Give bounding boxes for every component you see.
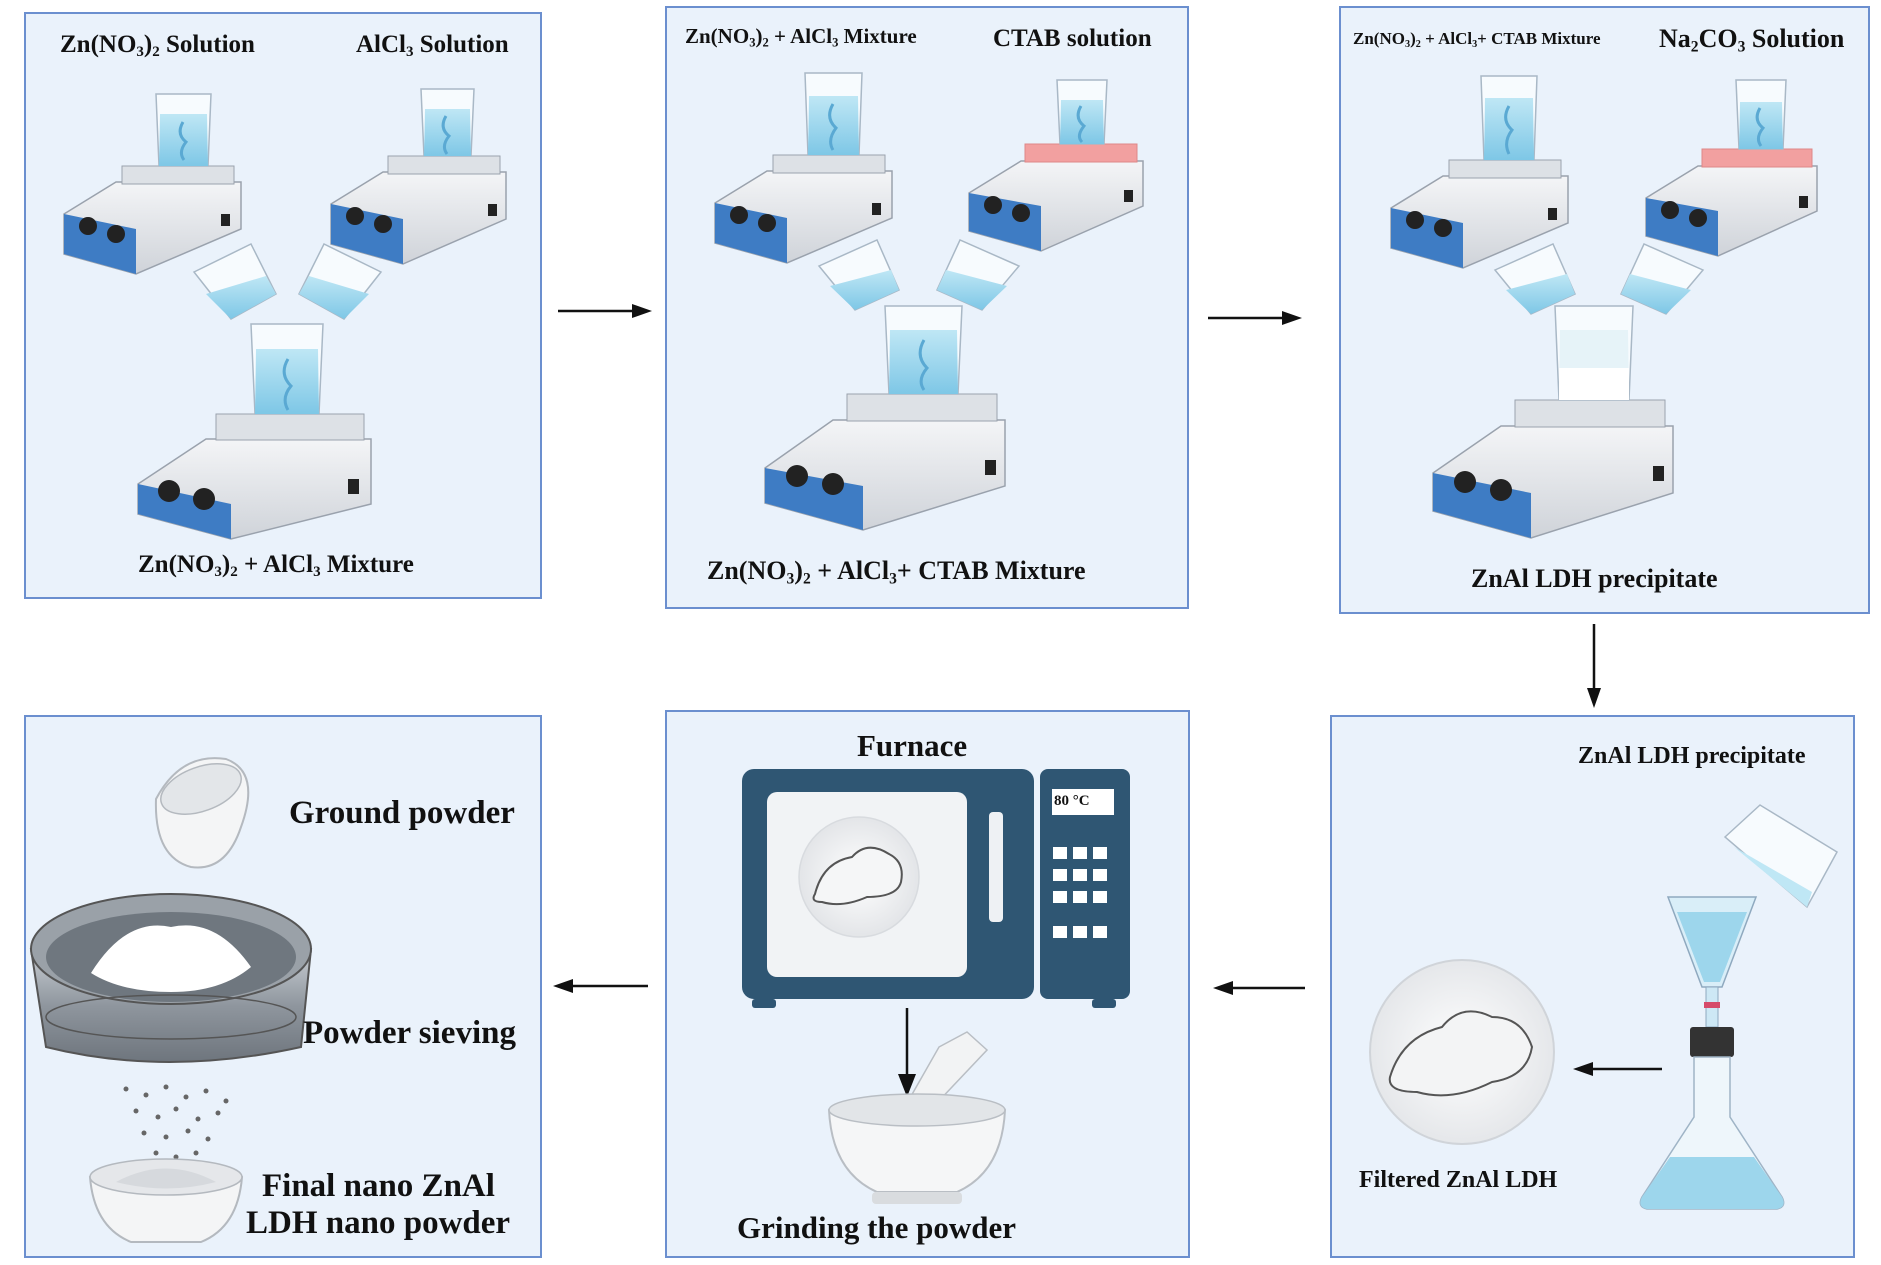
magnetic-stirrer-icon <box>1390 159 1569 269</box>
hot-plate-stirrer-icon <box>1645 148 1818 257</box>
final-powder-label-line1: Final nano ZnAl <box>262 1168 495 1204</box>
bowl-with-powder-icon <box>88 1158 244 1243</box>
ground-powder-label: Ground powder <box>289 795 515 831</box>
panel4-caption: Filtered ZnAl LDH <box>1359 1167 1558 1193</box>
beaker-icon <box>420 88 475 157</box>
panel6-illustration <box>29 757 313 1243</box>
panel-filtration: ZnAl LDH precipitate Filtered ZnAl LDH <box>1330 715 1855 1258</box>
beaker-icon <box>250 323 324 415</box>
panel4-illustration <box>1369 804 1839 1210</box>
panel5-illustration <box>742 769 1130 1204</box>
hot-plate-stirrer-icon <box>968 143 1144 252</box>
magnetic-stirrer-icon <box>1432 399 1674 539</box>
panel2-illustration <box>714 72 1144 531</box>
zn-nitrate-solution-label: Zn(NO3)2 Solution <box>60 31 255 61</box>
filter-funnel-icon <box>1666 896 1758 1028</box>
beaker-icon <box>1480 75 1538 161</box>
na2co3-solution-label: Na2CO3 Solution <box>1659 24 1845 56</box>
beaker-icon <box>884 305 963 395</box>
panel3-illustration <box>1390 75 1818 539</box>
pouring-beaker-icon <box>1620 243 1705 315</box>
panel5-caption: Grinding the powder <box>737 1210 1017 1245</box>
alcl3-solution-label: AlCl3 Solution <box>356 31 509 61</box>
arrow-right-icon <box>1208 311 1302 325</box>
powder-sieving-label: Powder sieving <box>303 1015 516 1051</box>
bowl-icon <box>154 757 250 869</box>
magnetic-stirrer-icon <box>330 155 507 265</box>
final-powder-label-line2: LDH nano powder <box>246 1205 511 1241</box>
arrow-right-icon <box>558 304 652 318</box>
beaker-icon <box>804 72 863 156</box>
mixture-label: Zn(NO3)2 + AlCl3 Mixture <box>685 24 917 50</box>
magnetic-stirrer-icon <box>714 154 893 264</box>
pouring-beaker-icon <box>192 242 277 320</box>
panel1-caption: Zn(NO3)2 + AlCl3 Mixture <box>138 551 414 581</box>
panel-mixing-solutions: Zn(NO3)2 Solution AlCl3 Solution Zn(NO3)… <box>24 12 542 599</box>
panel3-caption: ZnAl LDH precipitate <box>1471 564 1718 593</box>
falling-powder-icon <box>123 1084 229 1160</box>
panel-drying-grinding: Furnace 80 °C Grinding the powder <box>665 710 1190 1258</box>
mixture-label: Zn(NO3)2 + AlCl3+ CTAB Mixture <box>1353 29 1601 50</box>
magnetic-stirrer-icon <box>137 413 372 540</box>
mortar-and-pestle-icon <box>827 1031 1007 1204</box>
precipitate-label: ZnAl LDH precipitate <box>1578 743 1806 769</box>
panel2-caption: Zn(NO3)2 + AlCl3+ CTAB Mixture <box>707 556 1086 588</box>
pouring-beaker-icon <box>1493 243 1576 315</box>
arrow-down-icon <box>1587 624 1601 708</box>
ctab-solution-label: CTAB solution <box>993 25 1152 52</box>
sieve-icon <box>29 893 313 1063</box>
arrow-left-icon <box>1213 981 1305 995</box>
arrow-down-icon <box>898 1008 916 1097</box>
beaker-icon <box>1735 79 1787 150</box>
pouring-beaker-icon <box>1723 804 1839 909</box>
powder-dish-icon <box>798 816 920 938</box>
beaker-icon <box>1056 79 1108 145</box>
beaker-icon <box>155 93 212 167</box>
furnace-title: Furnace <box>857 728 968 763</box>
panel1-illustration <box>63 88 507 540</box>
panel-precipitation: Zn(NO3)2 + AlCl3+ CTAB Mixture Na2CO3 So… <box>1339 6 1870 614</box>
panel-sieving: Ground powder Powder sieving Final nano … <box>24 715 542 1258</box>
pouring-beaker-icon <box>298 242 383 320</box>
vacuum-flask-icon <box>1639 1027 1785 1210</box>
temperature-display: 80 °C <box>1054 793 1090 809</box>
beaker-with-precipitate-icon <box>1554 305 1634 401</box>
arrow-left-icon <box>553 979 648 993</box>
filtered-powder-dish-icon <box>1369 959 1555 1145</box>
panel-adding-ctab: Zn(NO3)2 + AlCl3 Mixture CTAB solution Z… <box>665 6 1189 609</box>
magnetic-stirrer-icon <box>764 393 1006 531</box>
pouring-beaker-icon <box>936 239 1021 311</box>
magnetic-stirrer-icon <box>63 165 242 275</box>
pouring-beaker-icon <box>817 239 900 311</box>
